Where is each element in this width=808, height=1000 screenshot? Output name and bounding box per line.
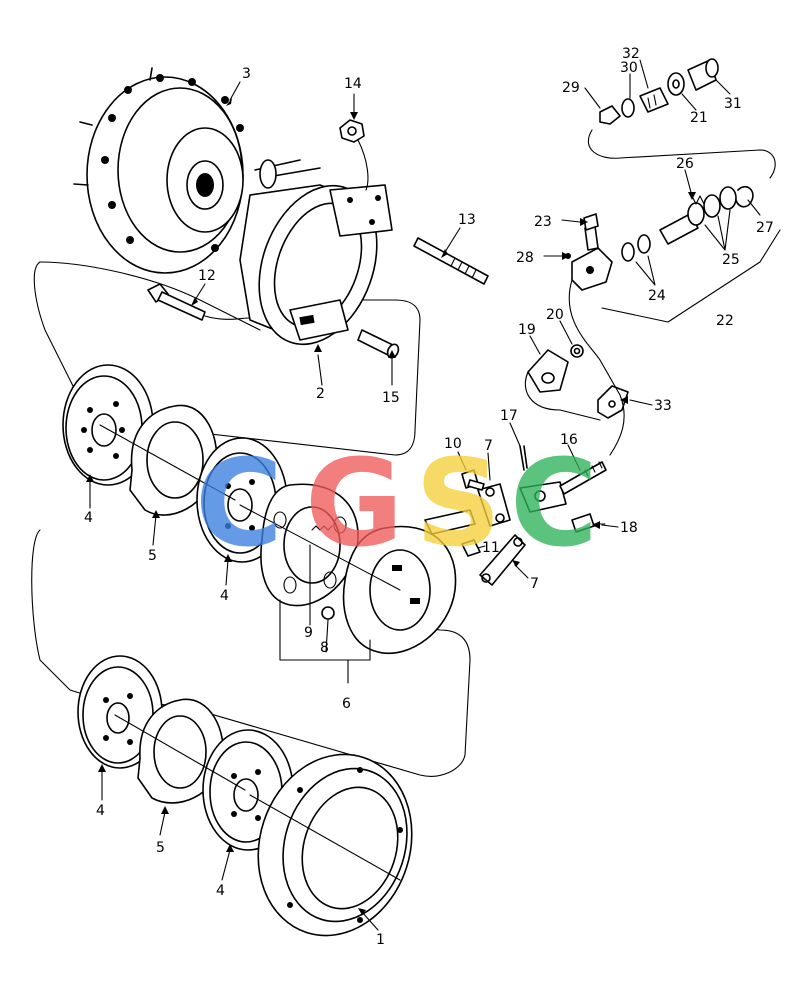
watermark-letter-c1: C	[195, 435, 283, 574]
callout-19: 19	[518, 322, 536, 338]
callout-3: 3	[242, 66, 251, 82]
yoke-16-part	[519, 461, 607, 513]
callout-24: 24	[648, 288, 666, 304]
washer-30-part	[621, 98, 635, 118]
brake-drum-part	[257, 753, 413, 937]
bolt-12-part	[147, 283, 251, 321]
brake-disc-4a-part	[62, 364, 154, 486]
callout-26: 26	[676, 156, 694, 172]
link-7a-part	[477, 483, 511, 527]
callout-31: 31	[724, 96, 742, 112]
callout-8: 8	[320, 640, 329, 656]
callout-10: 10	[444, 436, 462, 452]
washer-20-part	[570, 344, 584, 358]
callout-21: 21	[690, 110, 708, 126]
callout-20: 20	[546, 307, 564, 323]
separator-plate-5a-part	[129, 404, 218, 516]
adjuster-32-part	[639, 87, 669, 113]
callout-12: 12	[198, 268, 216, 284]
bracket-33-part	[597, 385, 629, 419]
callout-4a: 4	[84, 510, 93, 526]
callout-15: 15	[382, 390, 400, 406]
nut-11-part	[461, 539, 481, 557]
axis-line-upper	[99, 424, 401, 591]
callout-9: 9	[304, 625, 313, 641]
callout-28: 28	[516, 250, 534, 266]
callout-11: 11	[482, 540, 500, 556]
callout-labels: 3 14 13 12 2 15 4 5 4 9 8 6 10 7 11 7 17…	[84, 46, 774, 948]
callout-5a: 5	[148, 548, 157, 564]
callout-25: 25	[722, 252, 740, 268]
clevis-bar	[424, 509, 476, 535]
callout-6: 6	[342, 696, 351, 712]
callout-4c: 4	[96, 803, 105, 819]
yoke-loop	[524, 371, 601, 421]
ref-22-bracket	[601, 229, 781, 323]
callout-1: 1	[376, 932, 385, 948]
callout-27: 27	[756, 220, 774, 236]
group-outline-lower	[31, 529, 471, 777]
snap-ring-27-part	[735, 185, 754, 208]
nut-14-part	[339, 119, 369, 191]
callout-33: 33	[654, 398, 672, 414]
callout-5b: 5	[156, 840, 165, 856]
cotter-pin-17-part	[519, 445, 528, 471]
hub-housing-part	[73, 67, 321, 274]
callout-32: 32	[622, 46, 640, 62]
boot-19-part	[527, 349, 569, 393]
brake-housing-part	[239, 184, 393, 346]
callout-18: 18	[620, 520, 638, 536]
valve-23-part	[583, 213, 599, 231]
watermark-letter-s: S	[415, 435, 501, 574]
cylinder-body-part	[571, 225, 613, 291]
spring-9-part	[311, 525, 333, 531]
bolt-10-part	[461, 469, 485, 491]
callout-22: 22	[716, 313, 734, 329]
pushrod-loop	[587, 129, 776, 179]
callout-30: 30	[620, 60, 638, 76]
cylinder-loop	[568, 279, 625, 456]
boot-31-part	[687, 58, 719, 91]
spring-26-part	[691, 195, 705, 205]
link-7b-part	[479, 534, 526, 586]
watermark-letter-g: G	[305, 435, 404, 574]
callout-2: 2	[316, 386, 325, 402]
cgsc-watermark-logo: C G S C	[195, 435, 598, 574]
callout-4d: 4	[216, 883, 225, 899]
watermark-letter-c2: C	[510, 435, 598, 574]
callout-7b: 7	[530, 576, 539, 592]
leader-lines	[86, 59, 761, 931]
callout-17: 17	[500, 408, 518, 424]
callout-4b: 4	[220, 588, 229, 604]
callout-16: 16	[560, 432, 578, 448]
lower-loop-top	[39, 261, 261, 331]
callout-13: 13	[458, 212, 476, 228]
stud-13-part	[413, 237, 489, 285]
nut-29-part	[599, 105, 621, 125]
seal-21-part	[667, 72, 685, 96]
callout-29: 29	[562, 80, 580, 96]
callout-14: 14	[344, 76, 362, 92]
ball-8-part	[321, 606, 335, 620]
seal-24-part	[621, 234, 651, 262]
axis-line-lower	[114, 714, 401, 881]
separator-plate-5b-part	[137, 698, 224, 804]
callout-23: 23	[534, 214, 552, 230]
callout-7a: 7	[484, 438, 493, 454]
piston-25-part	[659, 186, 737, 245]
